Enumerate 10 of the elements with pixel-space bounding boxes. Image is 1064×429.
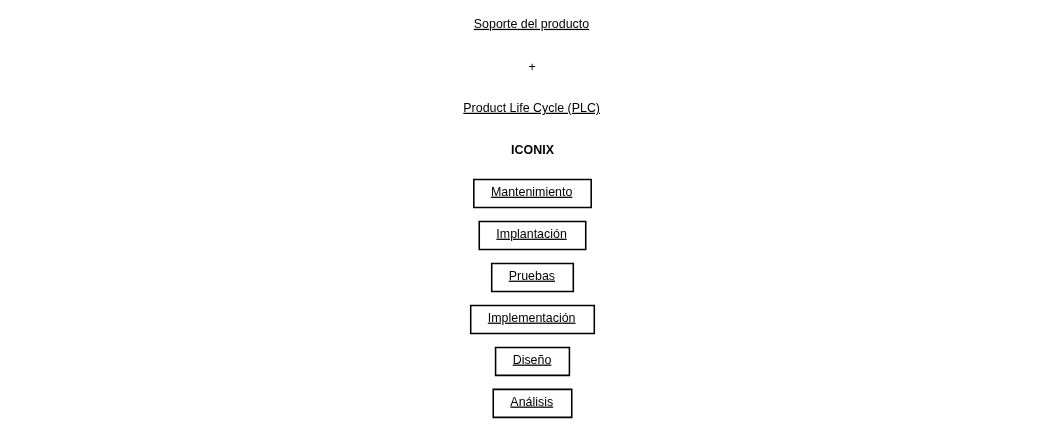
node-box: Pruebas bbox=[490, 262, 574, 293]
label: Product Life Cycle (PLC) bbox=[462, 100, 600, 115]
node-box: Implantación bbox=[478, 220, 586, 251]
node-box: Implementación bbox=[469, 304, 595, 335]
label: + bbox=[528, 59, 536, 74]
label: Soporte del producto bbox=[473, 16, 589, 31]
node-box: Mantenimiento bbox=[472, 178, 592, 209]
node-box: Diseño bbox=[494, 346, 570, 377]
label: ICONIX bbox=[510, 142, 554, 157]
node-box: Análisis bbox=[491, 388, 573, 419]
